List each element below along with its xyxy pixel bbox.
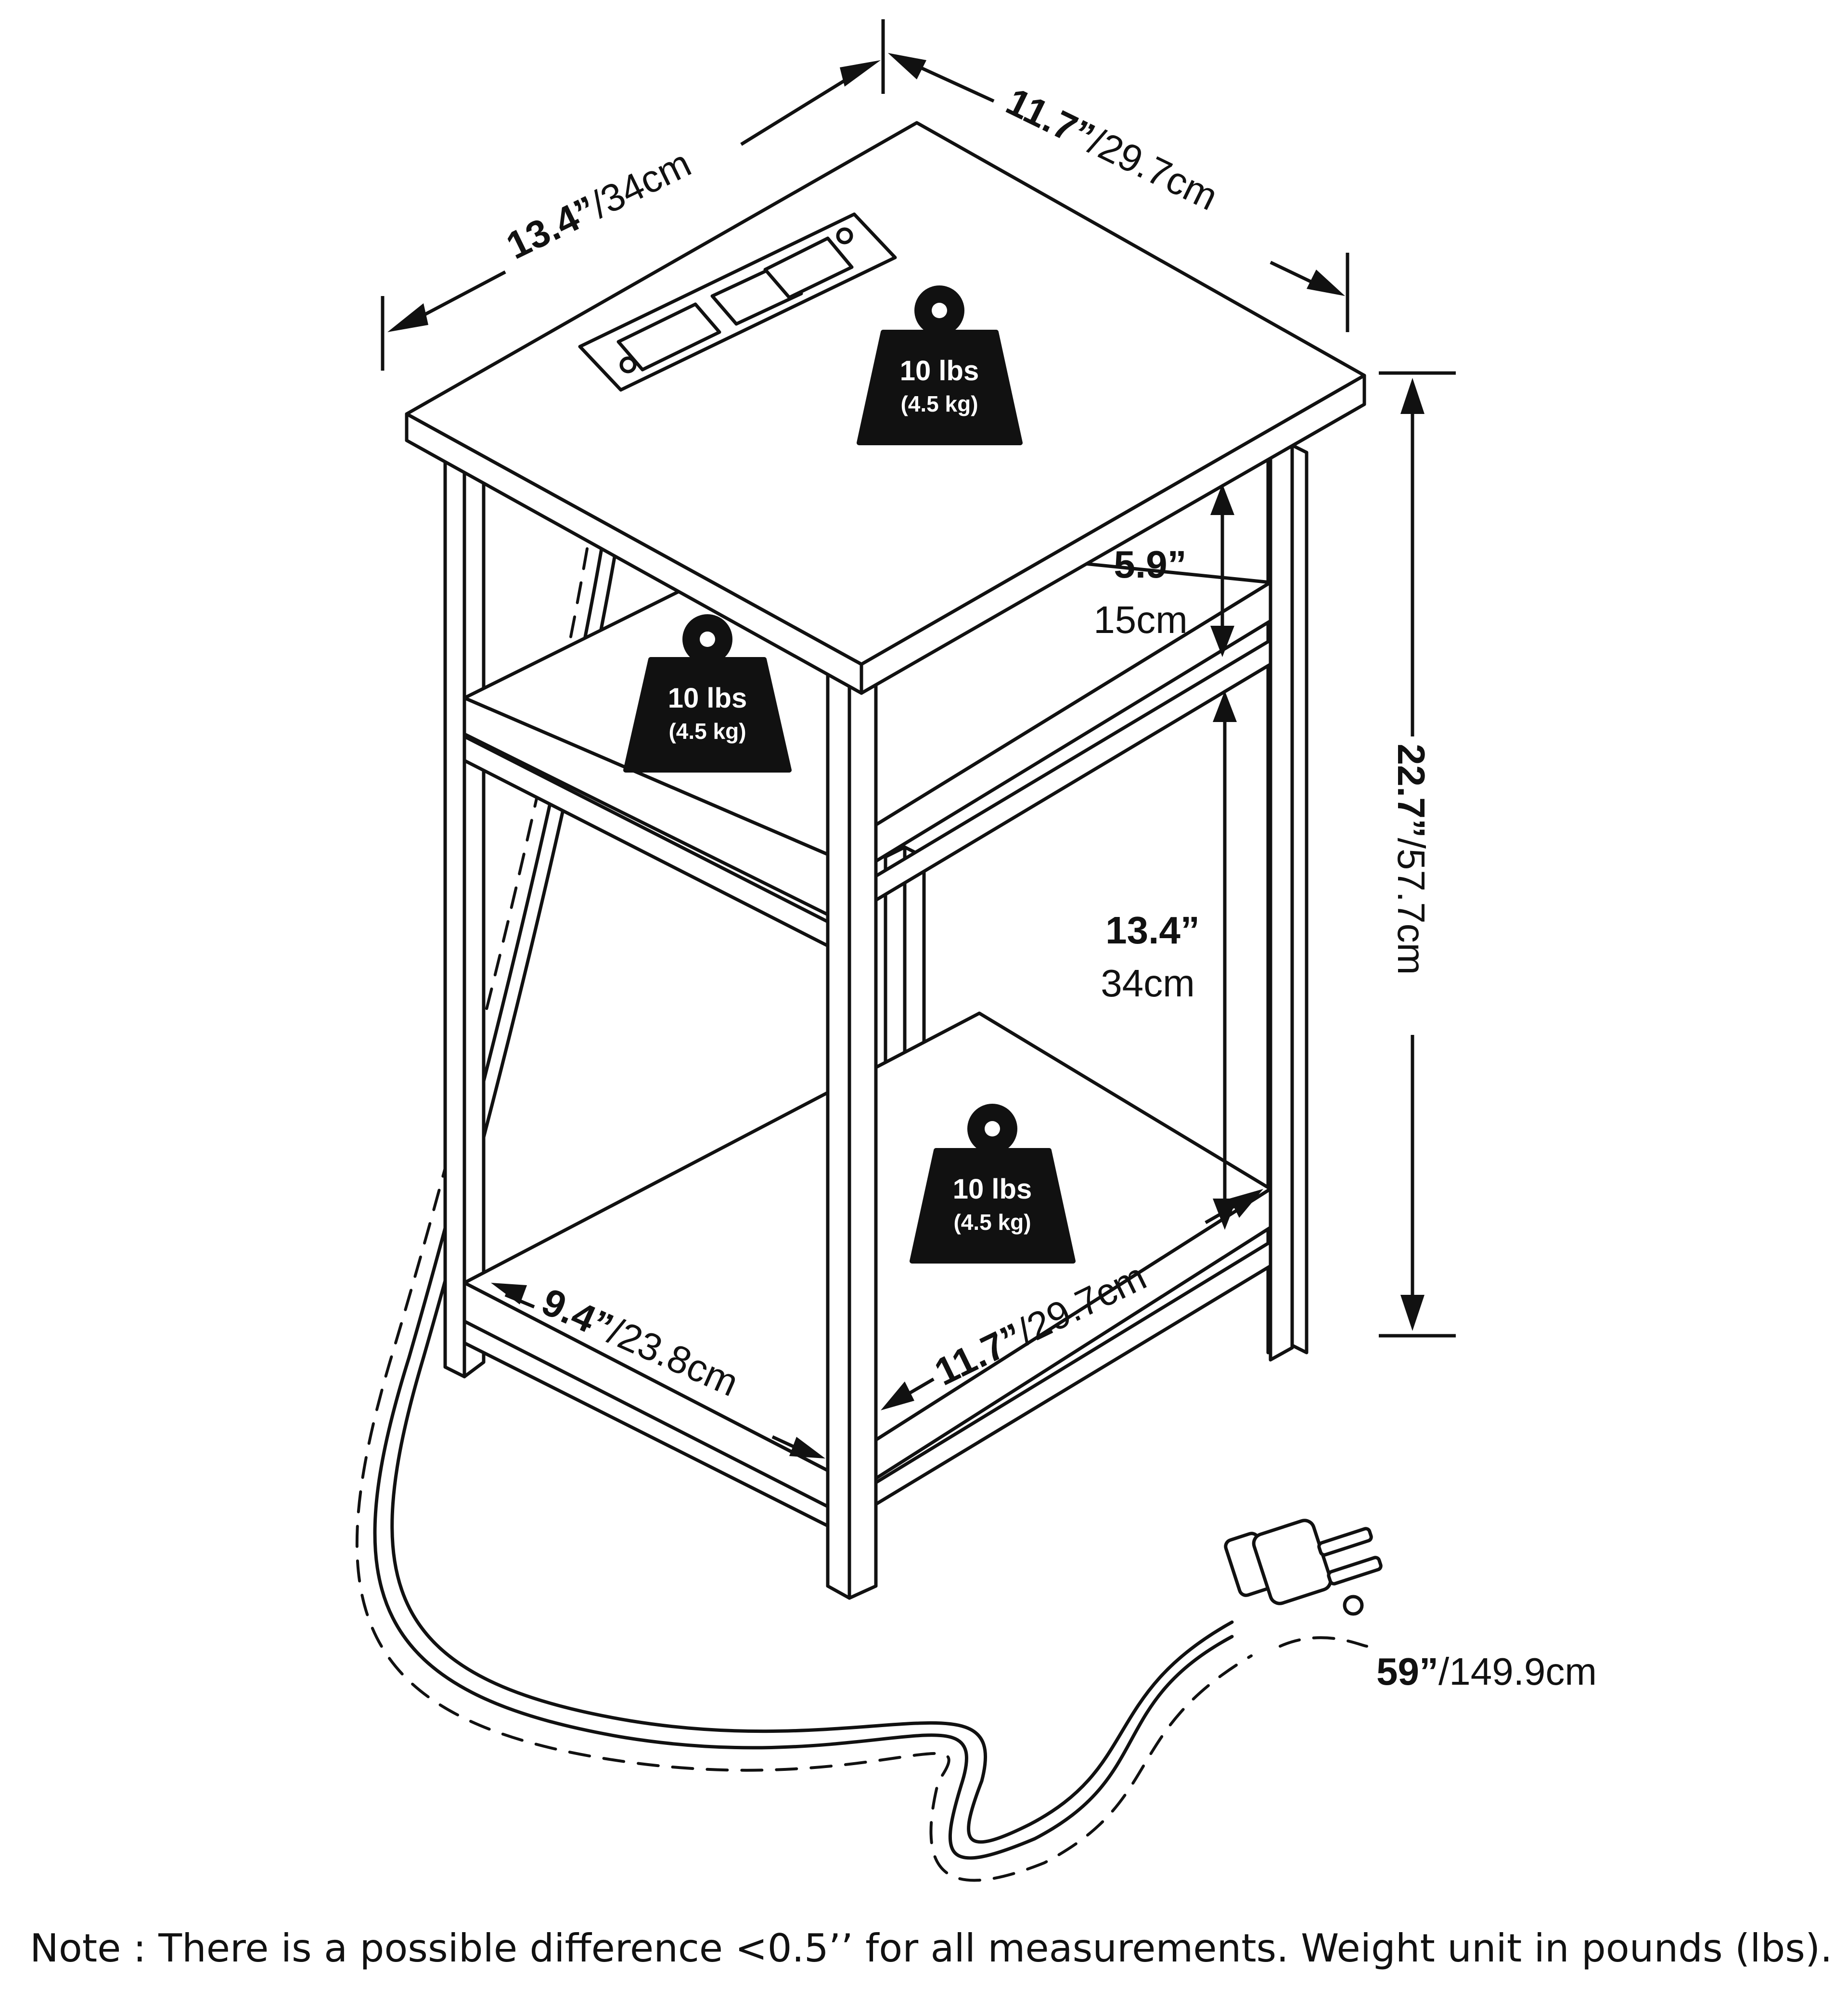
dimension-lower-gap: 13.4” 34cm — [1101, 691, 1237, 1230]
weight-icon: 10 lbs (4.5 kg) — [857, 285, 1023, 445]
power-strip-icon — [578, 212, 897, 392]
weight-icon: 10 lbs (4.5 kg) — [910, 1104, 1076, 1264]
dimension-top-width-inch: 13.4”/34cm — [500, 142, 697, 267]
dimension-cord-length: 59”/149.9cm — [1376, 1650, 1597, 1693]
dimension-lower-gap-metric: 34cm — [1101, 962, 1195, 1005]
power-cord — [355, 547, 1368, 1882]
weight-icon: 10 lbs (4.5 kg) — [623, 614, 792, 773]
weight-top-lbs: 10 lbs — [900, 355, 979, 387]
measurement-note: Note : There is a possible difference <0… — [30, 1926, 1833, 1971]
dimension-lower-gap-inch: 13.4” — [1105, 909, 1200, 952]
weight-bottom-lbs: 10 lbs — [953, 1174, 1032, 1205]
dimension-upper-gap: 5.9” 15cm — [1093, 484, 1234, 657]
front-legs — [826, 434, 1294, 1600]
dimension-height: 22.7”/57.7cm — [1379, 371, 1456, 1338]
weight-middle-lbs: 10 lbs — [668, 683, 747, 714]
middle-shelf — [462, 532, 1272, 916]
weight-top-kg: (4.5 kg) — [900, 391, 978, 416]
dimension-height-inch: 22.7”/57.7cm — [1390, 744, 1433, 975]
weight-middle-kg: (4.5 kg) — [668, 719, 746, 744]
frame-rails — [462, 638, 1272, 1533]
dimension-upper-gap-metric: 15cm — [1093, 598, 1188, 641]
dimension-upper-gap-inch: 5.9” — [1114, 543, 1186, 586]
plug-icon — [1224, 1519, 1383, 1616]
weight-bottom-kg: (4.5 kg) — [953, 1210, 1031, 1235]
